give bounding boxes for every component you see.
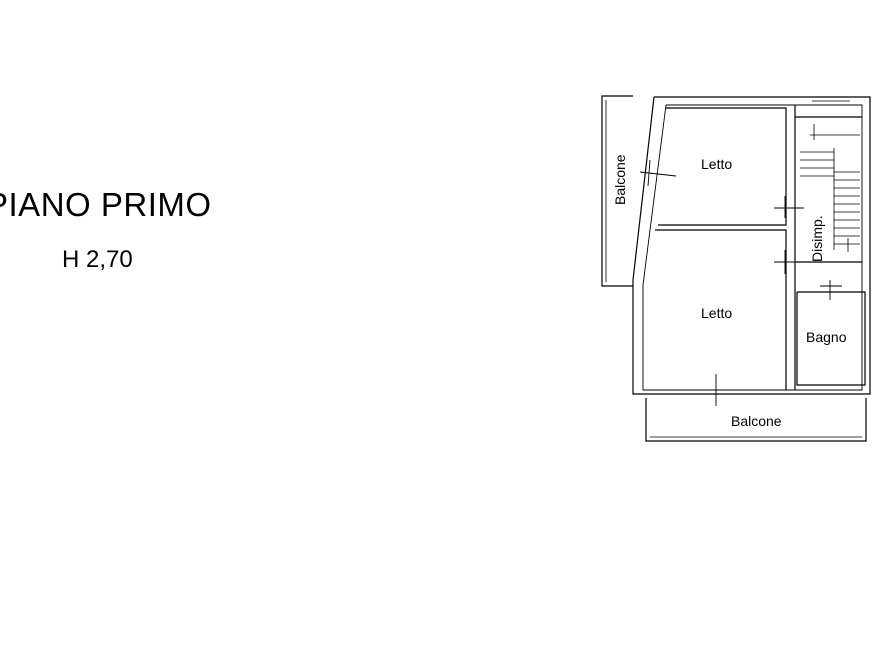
floor-title: PIANO PRIMO bbox=[0, 186, 212, 223]
interior-walls bbox=[655, 105, 866, 390]
room-label-balcony-bottom: Balcone bbox=[731, 413, 782, 429]
door-marks bbox=[639, 159, 842, 406]
room-label-hallway: Disimp. bbox=[809, 215, 825, 262]
staircase bbox=[800, 124, 860, 252]
room-label-balcony-left: Balcone bbox=[612, 154, 628, 205]
room-label-bedroom-bottom: Letto bbox=[701, 305, 732, 321]
ceiling-height-label: H 2,70 bbox=[62, 246, 133, 273]
outer-walls bbox=[632, 96, 871, 395]
balcony-bottom bbox=[645, 398, 867, 442]
room-label-bathroom: Bagno bbox=[806, 329, 847, 345]
windows bbox=[812, 96, 850, 395]
room-label-bedroom-top: Letto bbox=[701, 156, 732, 172]
balcony-left bbox=[601, 95, 633, 287]
